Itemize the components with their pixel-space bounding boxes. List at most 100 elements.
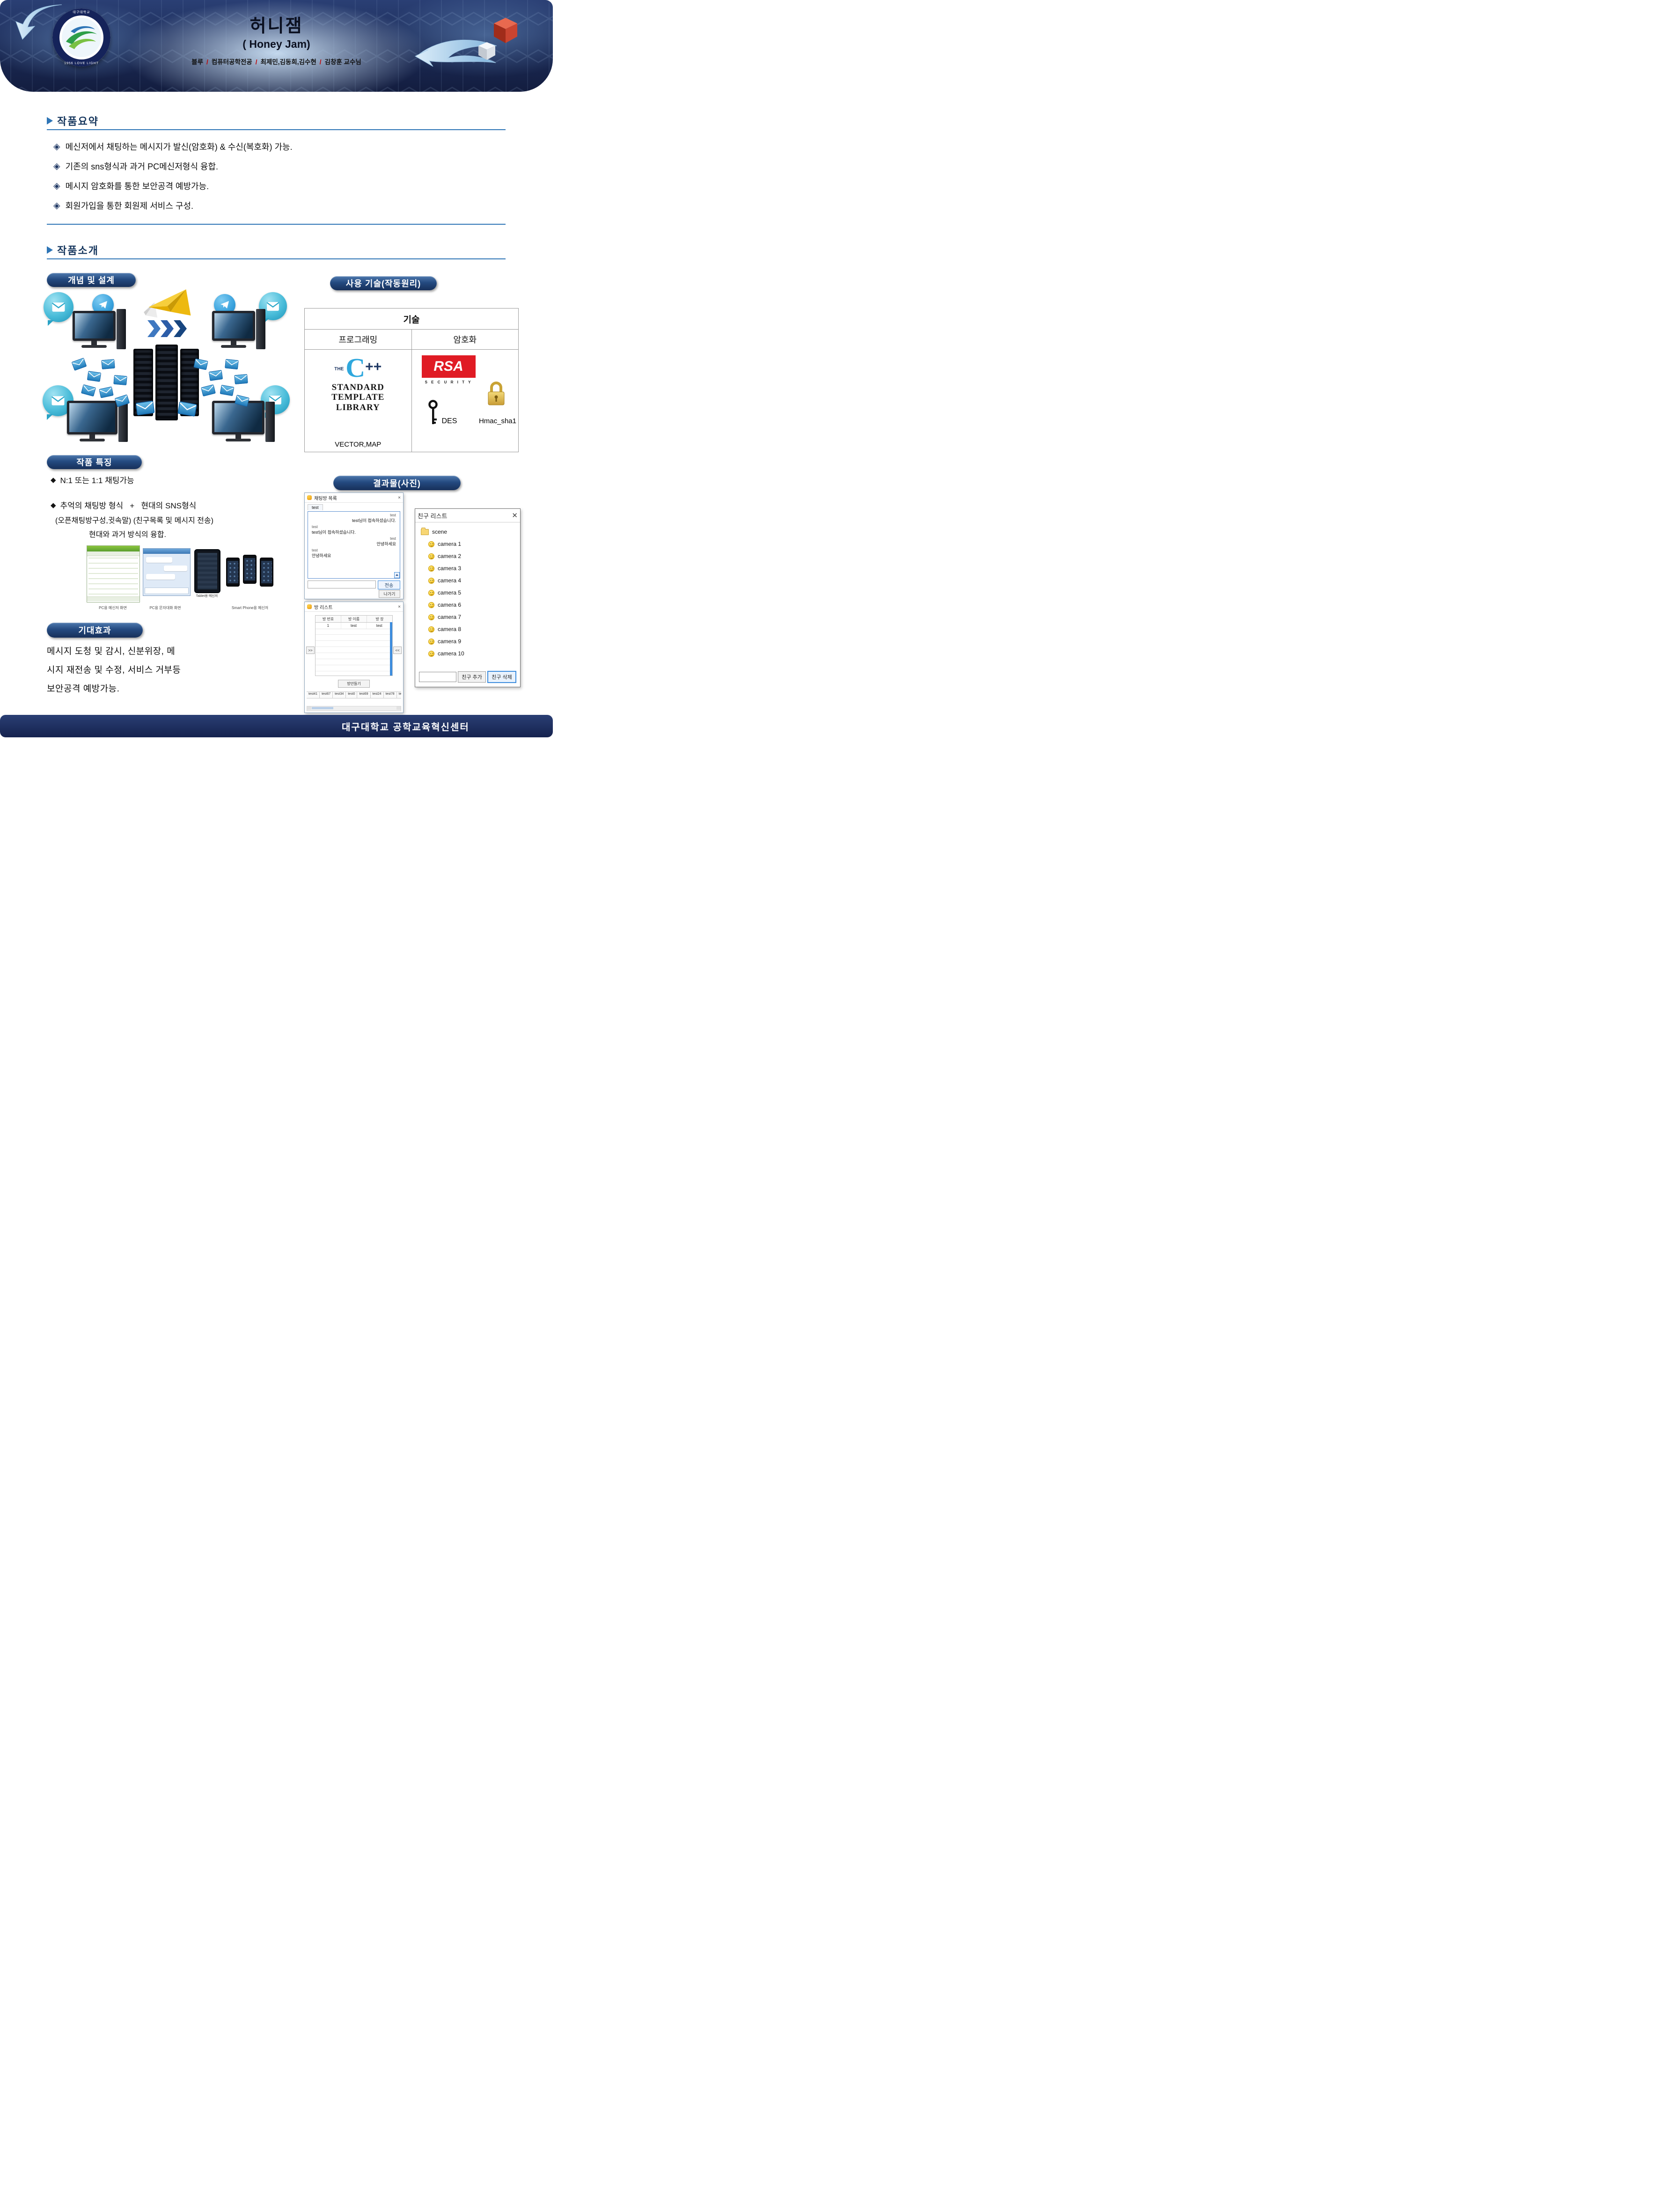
room-table: 방 번호 방 이름 방 장 1 test test — [315, 615, 393, 676]
room-tab: test58 — [397, 692, 401, 698]
technology-table: 기술 프로그래밍 암호화 THE C ++ STANDARD TEMPLATE … — [304, 308, 519, 452]
tree-root-label: scene — [432, 529, 448, 535]
friend-list-item: camera 3 — [421, 562, 515, 574]
chat-window-title: 채팅방 목록 — [314, 496, 337, 501]
summary-item-text: 회원가입을 통한 회원제 서비스 구성. — [65, 201, 194, 211]
chat-room-window-screenshot: 채팅방 목록 × test test test님이 접속하셨습니다. test … — [304, 492, 404, 599]
envelope-icon — [115, 394, 130, 407]
pc-tower-icon — [256, 309, 265, 349]
envelope-icon — [101, 359, 115, 369]
envelope-icon — [99, 386, 114, 398]
pc-tower-icon — [118, 402, 128, 442]
message-sender: test — [390, 513, 396, 517]
friend-name: camera 8 — [438, 626, 462, 632]
chat-message: test 안녕하세요 — [312, 536, 396, 547]
room-owner: test — [367, 623, 393, 629]
room-col-name: 방 이름 — [341, 616, 367, 622]
scrollbar-thumb — [312, 707, 333, 709]
arrow-bullet-icon — [47, 246, 53, 254]
friend-list-item: camera 8 — [421, 623, 515, 635]
app-icon — [307, 604, 312, 609]
summary-item: ◈기존의 sns형식과 과거 PC메신저형식 융합. — [53, 156, 293, 176]
envelope-icon — [72, 358, 87, 371]
friend-name: camera 10 — [438, 650, 464, 657]
diamond-bullet-icon: ◈ — [53, 181, 60, 191]
envelope-icon — [225, 359, 239, 370]
key-icon — [428, 400, 438, 424]
envelope-icon — [234, 374, 248, 384]
summary-item-text: 기존의 sns형식과 과거 PC메신저형식 융합. — [65, 162, 219, 171]
padlock-icon — [488, 382, 505, 405]
room-tab: test41 — [307, 692, 320, 698]
message-text: 안녕하세요 — [312, 553, 331, 558]
room-col-number: 방 번호 — [316, 616, 341, 622]
section-heading-summary: 작품요약 — [47, 113, 99, 128]
chat-message: test test님이 접속하셨습니다. — [312, 513, 396, 523]
room-list-window-screenshot: 방 리스트 × 방 번호 방 이름 방 장 1 test test >> << … — [304, 602, 404, 713]
section-rule — [47, 224, 506, 225]
badge-expected-effects: 기대효과 — [47, 623, 143, 638]
page-left-button: >> — [306, 647, 315, 654]
room-col-owner: 방 장 — [375, 617, 384, 621]
room-tab-strip: test41 test67 test34 test0 test69 test24… — [307, 691, 401, 698]
summary-item-text: 메신저에서 채팅하는 메시지가 발신(암호화) & 수신(복호화) 가능. — [65, 142, 293, 152]
scroll-right-icon — [396, 706, 401, 710]
intro-heading-text: 작품소개 — [57, 245, 99, 257]
feature-2-text: 추억의 채팅방 형식 + 현대의 SNS형식 — [60, 501, 197, 510]
horizontal-scrollbar — [307, 706, 401, 711]
expect-line: 메시지 도청 및 감시, 신분위장, 메 — [47, 647, 176, 656]
diamond-bullet-icon: ◆ — [51, 501, 56, 509]
cpp-stl-cell: THE C ++ STANDARD TEMPLATE LIBRARY VECTO… — [305, 350, 412, 452]
envelope-icon — [81, 384, 96, 397]
friend-name: camera 6 — [438, 602, 462, 608]
badge-features: 작품 특징 — [47, 455, 142, 469]
pc-chat-screenshot — [143, 548, 191, 596]
friend-list-item: camera 10 — [421, 647, 515, 660]
stl-line: LIBRARY — [336, 402, 380, 412]
feature-item-1: ◆ N:1 또는 1:1 채팅가능 — [51, 474, 134, 485]
friend-title-bar: 친구 리스트 ✕ — [415, 509, 520, 522]
close-icon: ✕ — [512, 512, 518, 520]
badge-results: 결과물(사진) — [333, 476, 461, 490]
leave-button: 나가기 — [379, 590, 400, 598]
professor: 김창훈 교수님 — [324, 59, 361, 66]
smiley-icon — [428, 626, 434, 632]
expected-effects-text: 메시지 도청 및 감시, 신분위장, 메 시지 재전송 및 수정, 서비스 거부… — [47, 642, 220, 698]
send-button: 전송 — [378, 581, 400, 589]
screenshot-caption: Smart Phone용 메신저 — [231, 606, 269, 610]
pc-messenger-screenshot — [87, 545, 140, 603]
feature-2-detail: 현대와 과거 방식의 융합. — [89, 531, 166, 539]
room-tab: test67 — [320, 692, 333, 698]
friend-list-item: camera 1 — [421, 538, 515, 550]
friend-window-title: 친구 리스트 — [418, 512, 448, 520]
friend-name: camera 3 — [438, 565, 462, 572]
room-title-bar: 방 리스트 × — [305, 602, 403, 612]
empty-grid-rows — [316, 629, 392, 676]
cpp-plusplus: ++ — [365, 359, 382, 375]
major: 컴퓨터공학전공 — [211, 59, 252, 66]
close-icon: × — [398, 495, 401, 500]
friend-name: camera 2 — [438, 553, 462, 559]
arrow-bullet-icon — [47, 117, 53, 125]
stl-line: TEMPLATE — [331, 392, 385, 403]
room-table-row: 1 test test — [316, 623, 393, 629]
room-name: test — [341, 623, 367, 629]
diamond-bullet-icon: ◆ — [51, 476, 56, 484]
summary-item: ◈메신저에서 채팅하는 메시지가 발신(암호화) & 수신(복호화) 가능. — [53, 137, 293, 156]
diamond-bullet-icon: ◈ — [53, 200, 60, 211]
logo-ring-text-bottom: 1956 LOVE LIGHT — [64, 62, 99, 65]
cpp-c-letter: C — [345, 353, 366, 383]
rsa-security-logo: RSA S E C U R I T Y — [421, 355, 476, 386]
message-sender: test — [312, 525, 318, 529]
tech-table-header: 기술 — [305, 309, 518, 330]
red-cube-icon — [494, 18, 517, 43]
message-text: test님이 접속하셨습니다. — [312, 530, 356, 535]
logo-ring-text-top: 대구대학교 — [73, 11, 90, 14]
envelope-icon — [177, 401, 197, 417]
hmac-sha1-label: Hmac_sha1 — [478, 417, 516, 425]
friend-list-item: camera 4 — [421, 574, 515, 587]
envelope-icon — [87, 371, 101, 382]
authors-line: 블루/컴퓨터공학전공/최제민,김동희,김수현/김창훈 교수님 — [0, 57, 553, 66]
white-cube-icon — [478, 42, 495, 60]
poster-page: 대구대학교 1956 LOVE LIGHT 허니잼 ( Honey Jam) 블… — [0, 0, 553, 737]
